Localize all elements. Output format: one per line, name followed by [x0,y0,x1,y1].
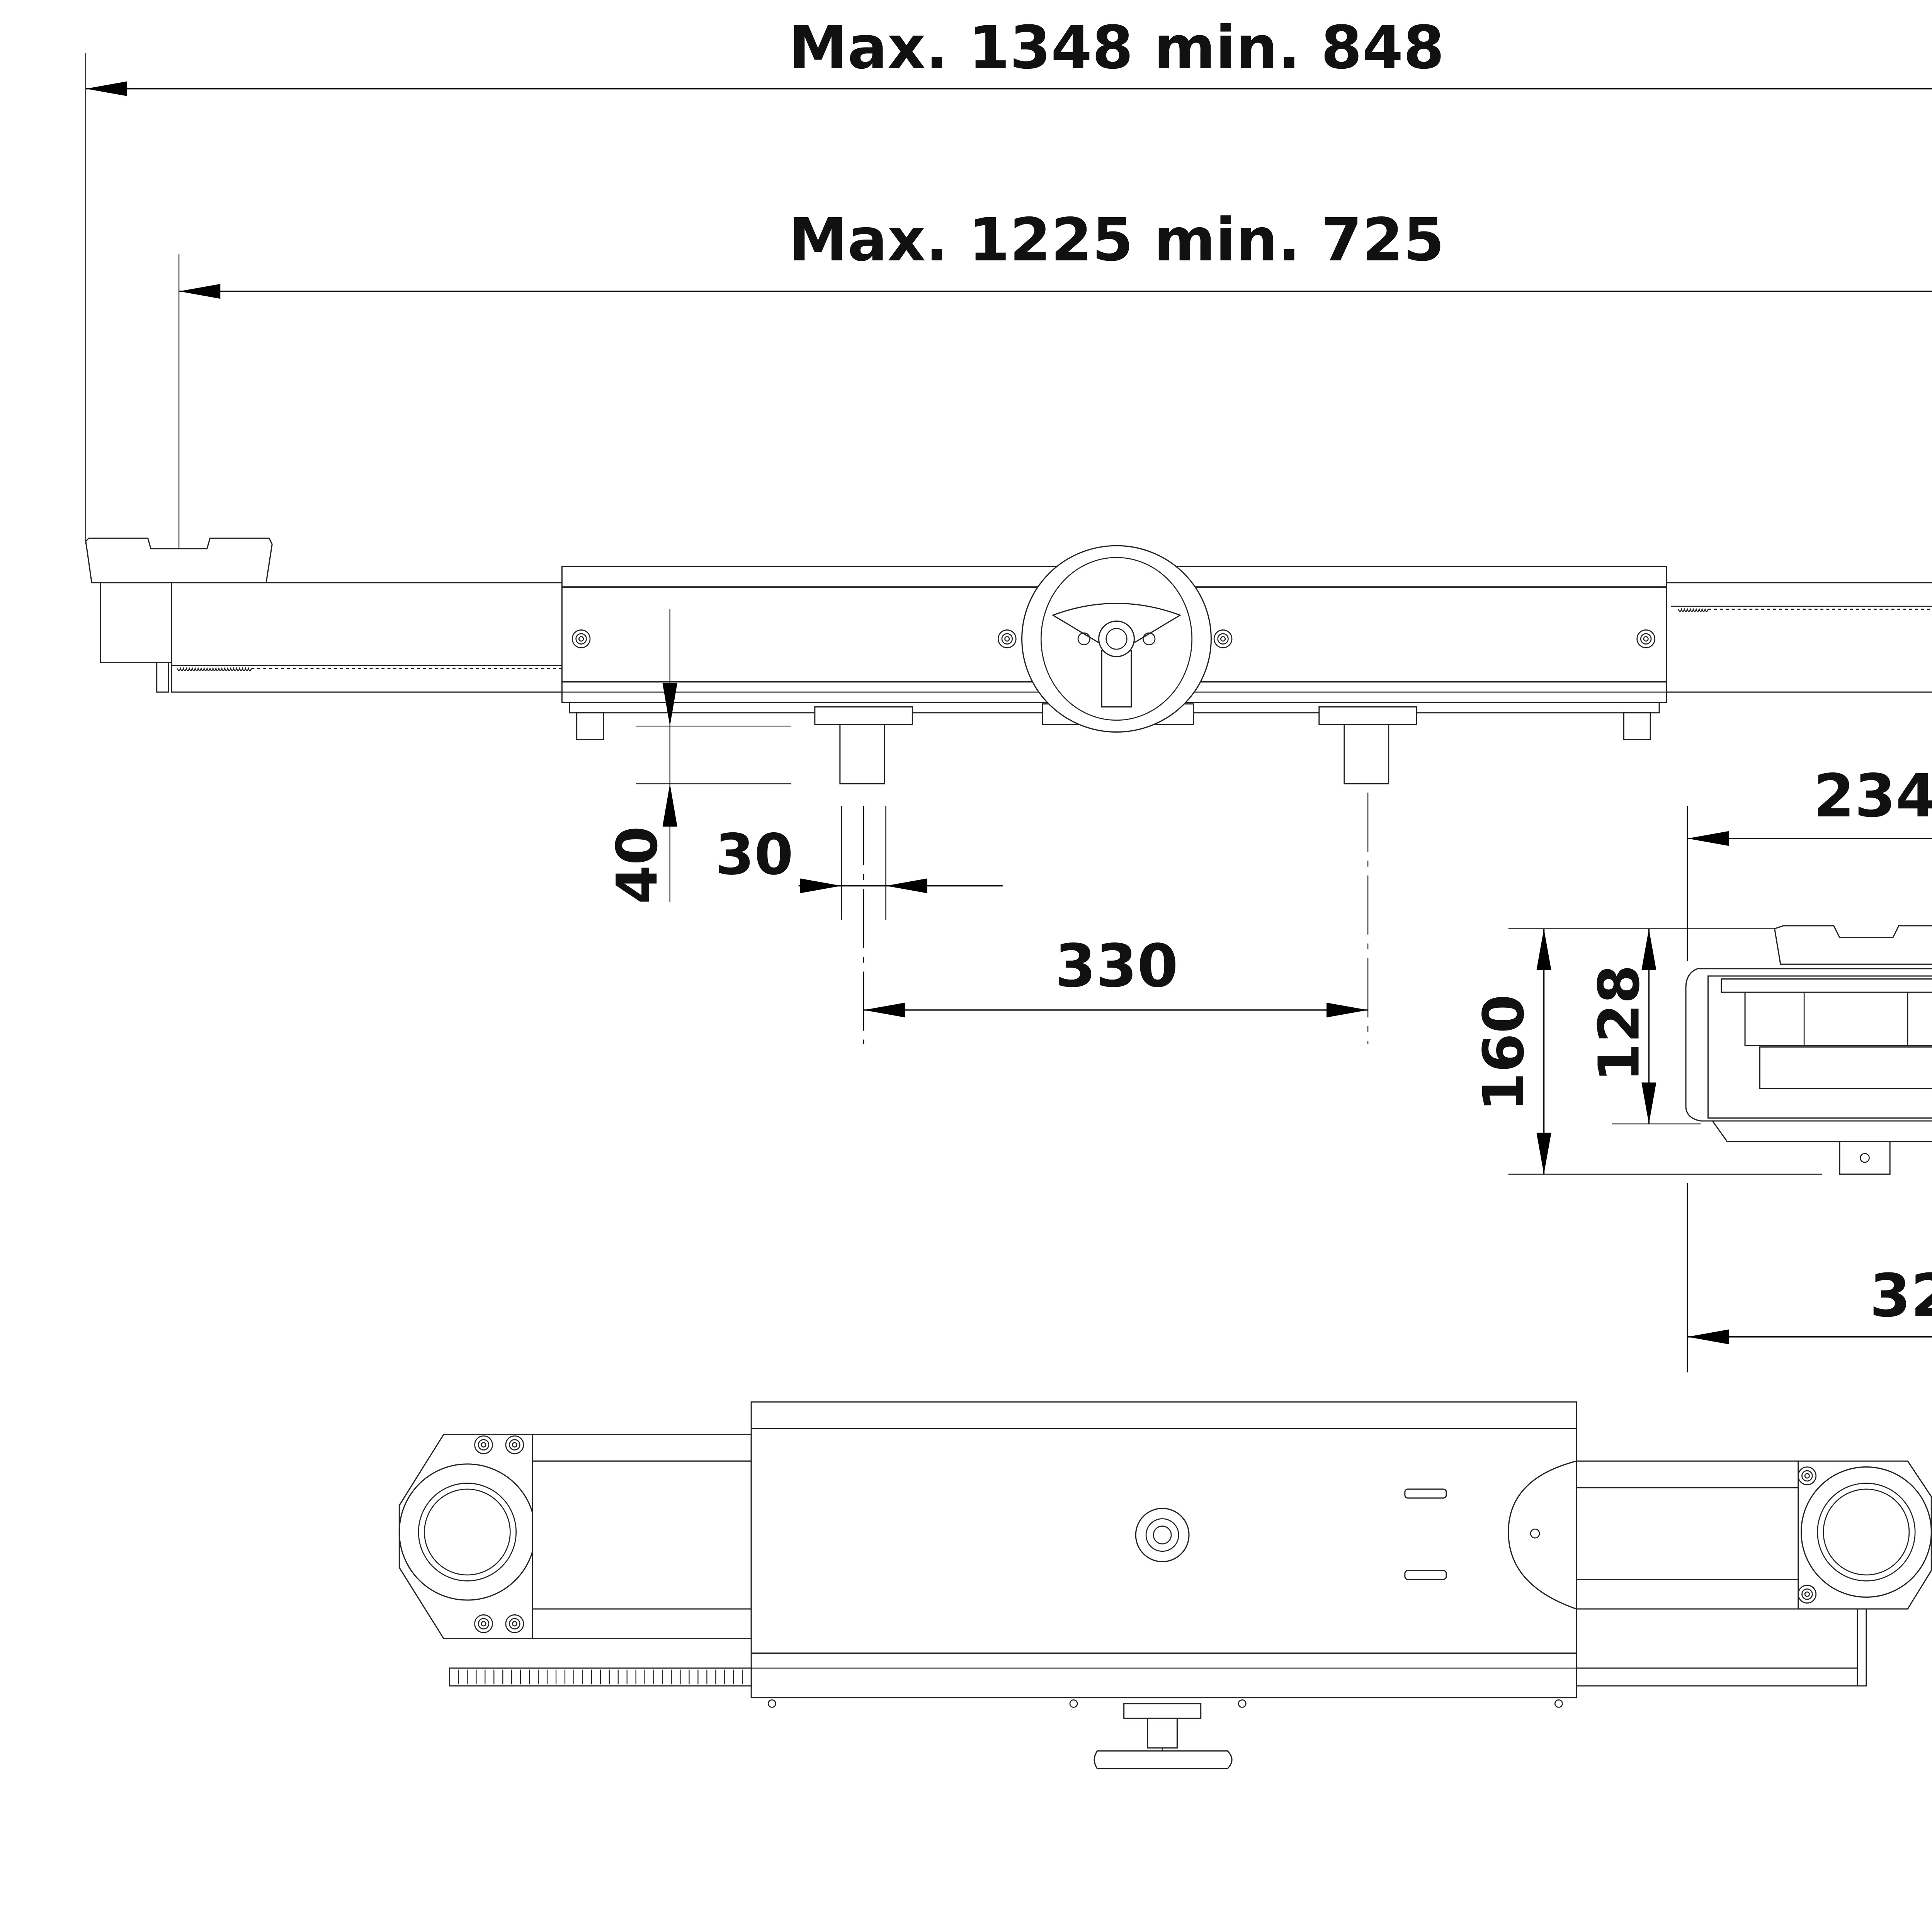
dimension-foot-width: 30 [715,806,1003,920]
left-end-clamp [85,537,273,693]
left-clamp-ring [398,1434,536,1639]
front-view [85,537,1932,784]
top-view [398,1401,1932,1769]
dimension-label-side-height-total: 160 [1471,994,1537,1112]
left-rail [171,582,566,693]
dimension-side-total-width: 323 [1687,1183,1932,1372]
dimension-label-side-width: 234 [1813,762,1932,831]
dimension-label-foot-height: 40 [605,826,670,904]
dimension-foot-spacing: 330 [863,793,1369,1044]
dimension-label-inner-length: Max. 1225 min. 725 [789,206,1444,275]
top-view-knob [1094,1703,1233,1769]
dimension-label-foot-width: 30 [715,822,793,888]
side-view [1685,925,1932,1175]
right-clamp-ring [1798,1460,1932,1610]
dimension-label-overall-length: Max. 1348 min. 848 [789,14,1444,82]
dimension-label-side-total-width: 323 [1870,1262,1932,1330]
dimension-label-side-height-inner: 128 [1587,965,1652,1082]
top-central-plate [750,1401,1577,1708]
dimension-side-height-total: 160 [1471,928,1822,1175]
dimension-overall-length: Max. 1348 min. 848 [85,14,1932,544]
dimension-inner-length: Max. 1225 min. 725 [178,206,1932,570]
dimension-side-height-inner: 128 [1587,929,1701,1124]
dimension-label-foot-spacing: 330 [1055,932,1179,1001]
dimension-foot-height: 40 [605,609,791,904]
handwheel [1021,545,1212,733]
right-rail [1666,582,1932,693]
dimension-side-width: 234 [1687,762,1932,961]
